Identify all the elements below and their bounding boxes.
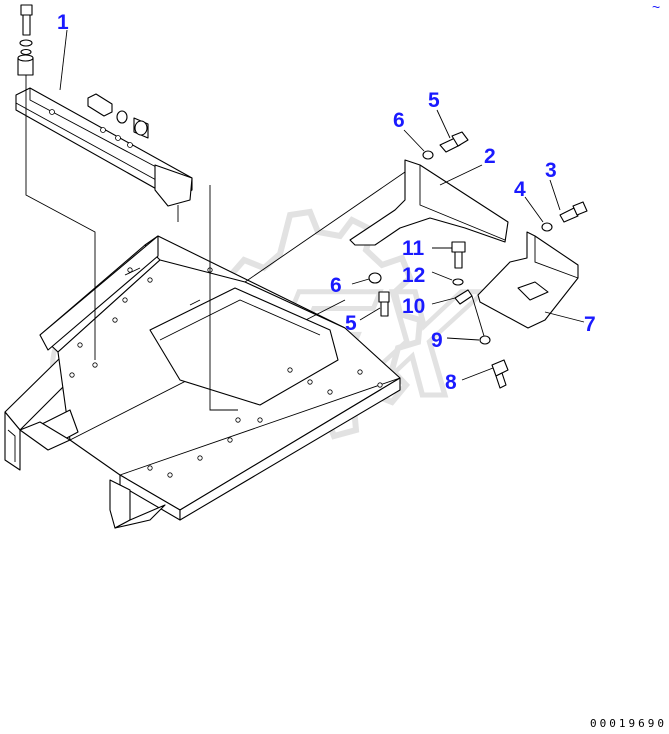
cover-plate <box>349 159 509 246</box>
washer-6-lower <box>368 272 382 284</box>
callout-10: 10 <box>402 295 425 318</box>
corner-mark: ~ <box>652 0 660 15</box>
bolt-11-shank <box>454 251 463 269</box>
bolt-head <box>20 4 33 16</box>
callout-6-lower: 6 <box>330 274 342 297</box>
rail-end-plate <box>154 164 193 207</box>
washer <box>20 48 32 56</box>
callout-4: 4 <box>514 178 526 201</box>
bolt-8-shank <box>495 372 507 389</box>
side-plate <box>477 231 579 329</box>
bolt-5-top <box>451 131 469 147</box>
callout-5-lower: 5 <box>345 312 357 335</box>
callout-6-top: 6 <box>393 109 405 132</box>
part-7-plate <box>477 231 579 329</box>
bolt-3 <box>572 201 588 216</box>
washer-9 <box>479 335 491 345</box>
leader-lines <box>59 29 585 381</box>
callout-2: 2 <box>484 145 496 168</box>
washer-4 <box>541 222 553 232</box>
washer-6-top <box>422 150 434 160</box>
part-1-bracket <box>15 4 193 207</box>
callout-12: 12 <box>402 264 425 287</box>
frame-opening <box>149 287 339 406</box>
bolt-5-lower-shank <box>380 301 389 317</box>
spacer-top <box>17 54 34 62</box>
bolt-8-head <box>491 359 509 377</box>
bolt-5-lower-head <box>378 291 390 303</box>
fasteners <box>368 131 588 389</box>
callout-3: 3 <box>545 159 557 182</box>
washer-12 <box>452 278 464 286</box>
side-washer <box>116 110 128 124</box>
washer <box>19 39 33 47</box>
callout-11: 11 <box>402 237 425 260</box>
callout-7: 7 <box>584 313 596 336</box>
drawing-number: 00019690 <box>590 717 667 730</box>
callout-numbers: 1 2 3 4 5 5 6 6 7 8 9 10 11 12 <box>57 11 596 394</box>
bolt-11-head <box>451 241 466 253</box>
callout-8: 8 <box>445 371 457 394</box>
callout-1: 1 <box>57 11 69 34</box>
main-frame <box>4 235 401 529</box>
callout-5-top: 5 <box>428 89 440 112</box>
bolt-shank <box>22 14 31 36</box>
alignment-lines <box>25 75 406 411</box>
part-2-cover <box>349 159 509 246</box>
callout-9: 9 <box>431 329 443 352</box>
plate-cutout <box>517 281 549 301</box>
side-bolt <box>87 93 113 117</box>
